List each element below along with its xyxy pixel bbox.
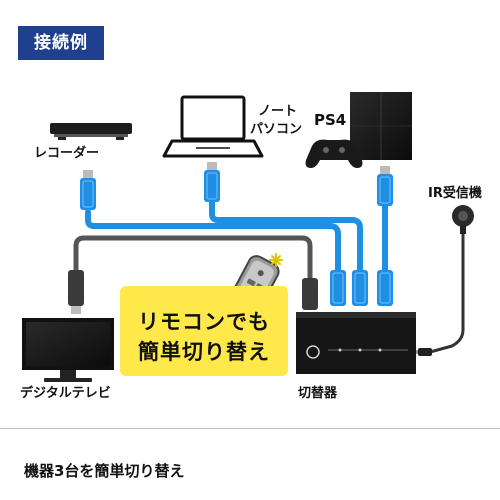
promo-callout: リモコンでも 簡単切り替え: [120, 286, 288, 376]
label-ir-receiver: IR受信機: [428, 186, 482, 201]
ir-receiver-icon: [452, 205, 474, 234]
ps4-hdmi-plug: [377, 166, 393, 206]
section-badge: 接続例: [18, 26, 104, 60]
laptop-icon: [162, 95, 264, 158]
signal-sparkle-icon: [269, 253, 283, 267]
recorder-icon: [50, 123, 132, 140]
caption: 機器3台を簡単切り替え: [24, 462, 185, 480]
label-notebook-line2: パソコン: [250, 122, 303, 137]
tv-icon: [22, 318, 114, 382]
promo-line-1: リモコンでも: [138, 310, 270, 334]
recorder-hdmi-plug: [80, 170, 96, 210]
label-ps4: PS4: [314, 111, 347, 129]
label-recorder: レコーダー: [34, 146, 100, 161]
ir-cable: [428, 230, 465, 354]
label-switcher: 切替器: [298, 386, 338, 401]
recorder-cable: [85, 209, 341, 273]
tv-cable: [73, 235, 313, 281]
switcher-input-plugs: [302, 270, 393, 310]
ps4-console-icon: [350, 92, 412, 160]
notebook-cable: [209, 199, 363, 273]
laptop-hdmi-plug: [204, 162, 220, 202]
promo-line-2: 簡単切り替え: [138, 340, 270, 364]
cables: [73, 199, 465, 354]
label-notebook-line1: ノート: [258, 104, 298, 119]
gamepad-icon: [305, 139, 363, 168]
switcher-icon: [296, 312, 416, 374]
label-tv: デジタルテレビ: [20, 386, 111, 401]
divider: [0, 428, 500, 429]
tv-hdmi-plug: [68, 270, 84, 314]
